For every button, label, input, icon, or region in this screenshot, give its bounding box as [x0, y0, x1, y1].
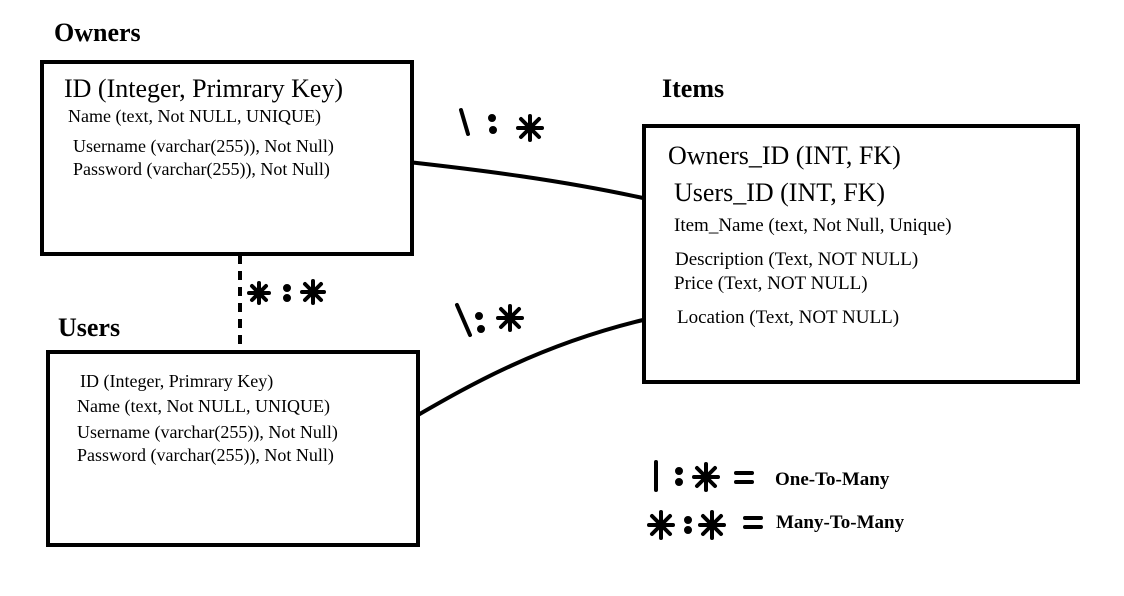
items-table	[642, 124, 1080, 384]
items-field-users-id: Users_ID (INT, FK)	[674, 178, 886, 207]
users-items-line	[416, 318, 645, 417]
items-field-location: Location (Text, NOT NULL)	[677, 307, 900, 328]
items-field-price: Price (Text, NOT NULL)	[674, 273, 868, 294]
owners-title: Owners	[54, 18, 141, 47]
users-field-username: Username (varchar(255)), Not Null)	[77, 422, 338, 442]
owners-field-username: Username (varchar(255)), Not Null)	[73, 136, 334, 156]
owners-field-name: Name (text, Not NULL, UNIQUE)	[68, 106, 321, 126]
legend-one-to-many-symbol	[654, 460, 754, 492]
legend-many-to-many-label: Many-To-Many	[776, 512, 905, 533]
users-field-password: Password (varchar(255)), Not Null)	[77, 445, 334, 465]
items-field-owners-id: Owners_ID (INT, FK)	[668, 141, 901, 170]
users-field-id: ID (Integer, Primrary Key)	[80, 371, 274, 391]
items-field-item-name: Item_Name (text, Not Null, Unique)	[674, 215, 952, 236]
owners-field-id: ID (Integer, Primrary Key)	[64, 74, 344, 103]
items-title: Items	[662, 74, 725, 103]
users-table	[46, 350, 420, 547]
cardinality-one-to-many-mark-2	[455, 303, 524, 337]
legend-one-to-many-label: One-To-Many	[775, 469, 890, 490]
cardinality-many-to-many-mark	[247, 279, 326, 305]
owners-field-password: Password (varchar(255)), Not Null)	[73, 159, 330, 179]
users-field-name: Name (text, Not NULL, UNIQUE)	[77, 396, 330, 416]
owners-items-line	[406, 160, 645, 200]
owners-table	[40, 60, 414, 256]
cardinality-one-to-many-mark	[459, 108, 544, 142]
legend-many-to-many-symbol	[647, 510, 763, 540]
users-title: Users	[58, 313, 121, 342]
items-field-description: Description (Text, NOT NULL)	[675, 249, 919, 270]
